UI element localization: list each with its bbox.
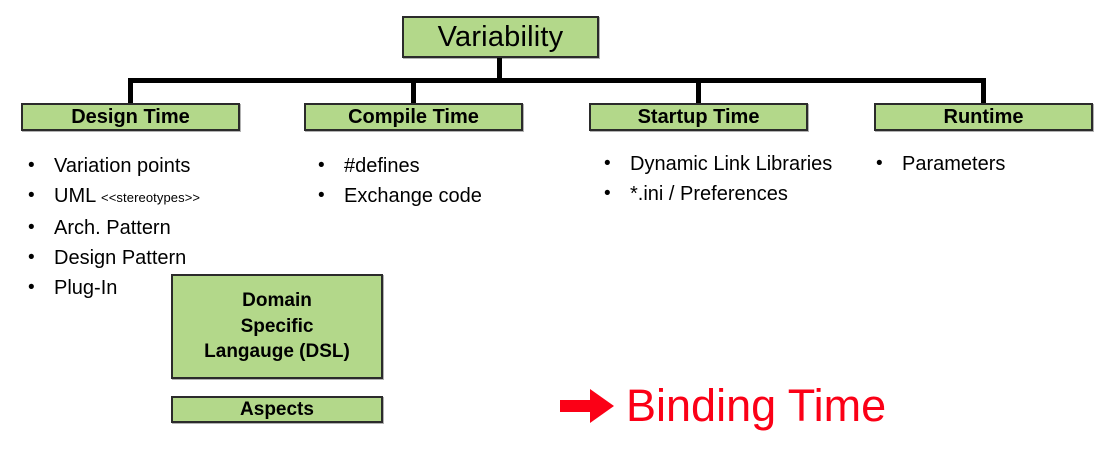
bullet-icon: • bbox=[604, 153, 611, 174]
bullet-icon: • bbox=[604, 183, 611, 204]
node-variability[interactable]: Variability bbox=[402, 16, 599, 58]
node-compile-time[interactable]: Compile Time bbox=[304, 103, 523, 131]
connector-drop-design-time bbox=[128, 78, 133, 105]
node-startup-time-label: Startup Time bbox=[637, 105, 760, 128]
node-design-time[interactable]: Design Time bbox=[21, 103, 240, 131]
list-item-label: Parameters bbox=[902, 153, 1006, 175]
bullet-list-runtime: • Parameters bbox=[876, 150, 1096, 180]
list-item-label: Arch. Pattern bbox=[54, 217, 171, 239]
list-item: • UML <<stereotypes>> bbox=[28, 182, 298, 212]
connector-root-stem bbox=[497, 58, 502, 82]
list-item-label: Plug-In bbox=[54, 277, 118, 299]
bullet-icon: • bbox=[28, 277, 35, 298]
connector-horizontal-bus bbox=[131, 78, 984, 83]
list-item: • Design Pattern bbox=[28, 244, 298, 272]
list-item: • Dynamic Link Libraries bbox=[604, 150, 869, 178]
node-domain-specific-language[interactable]: Domain Specific Langauge (DSL) bbox=[171, 274, 383, 379]
bullet-list-startup-time: • Dynamic Link Libraries • *.ini / Prefe… bbox=[604, 150, 869, 210]
list-item: • Parameters bbox=[876, 150, 1096, 178]
node-compile-time-label: Compile Time bbox=[348, 105, 479, 128]
node-startup-time[interactable]: Startup Time bbox=[589, 103, 808, 131]
list-item-label: UML <<stereotypes>> bbox=[54, 182, 298, 212]
connector-drop-runtime bbox=[981, 78, 986, 105]
bullet-icon: • bbox=[28, 155, 35, 176]
list-item-label: Dynamic Link Libraries bbox=[630, 153, 833, 175]
node-runtime-label: Runtime bbox=[943, 105, 1024, 128]
dsl-line-2: Specific bbox=[240, 315, 314, 337]
list-item: • Plug-In bbox=[28, 274, 298, 302]
bullet-icon: • bbox=[28, 217, 35, 238]
node-aspects-label: Aspects bbox=[240, 398, 314, 420]
bullet-icon: • bbox=[28, 185, 35, 206]
right-arrow-icon bbox=[560, 388, 614, 423]
list-item-label: #defines bbox=[344, 155, 420, 177]
bullet-list-design-time: • Variation points • UML <<stereotypes>>… bbox=[28, 152, 298, 304]
bullet-icon: • bbox=[318, 155, 325, 176]
list-item: • Exchange code bbox=[318, 182, 568, 210]
connector-drop-startup-time bbox=[696, 78, 701, 105]
connector-drop-compile-time bbox=[411, 78, 416, 105]
bullet-icon: • bbox=[28, 247, 35, 268]
bullet-list-compile-time: • #defines • Exchange code bbox=[318, 152, 568, 212]
dsl-line-3: Langauge (DSL) bbox=[204, 341, 350, 363]
list-item: • Variation points bbox=[28, 152, 298, 180]
bullet-icon: • bbox=[876, 153, 883, 174]
list-item-label: *.ini / Preferences bbox=[630, 183, 788, 205]
list-item-text: UML bbox=[54, 185, 102, 207]
binding-time-label: Binding Time bbox=[626, 380, 887, 431]
node-runtime[interactable]: Runtime bbox=[874, 103, 1093, 131]
bullet-icon: • bbox=[318, 185, 325, 206]
list-item-label: Exchange code bbox=[344, 185, 482, 207]
binding-time-callout: Binding Time bbox=[560, 383, 886, 428]
list-item: • #defines bbox=[318, 152, 568, 180]
list-item-label: Design Pattern bbox=[54, 247, 187, 269]
node-aspects[interactable]: Aspects bbox=[171, 396, 383, 423]
list-item-stereotype: <<stereotypes>> bbox=[101, 190, 201, 205]
list-item-label: Variation points bbox=[54, 155, 191, 177]
node-variability-label: Variability bbox=[437, 20, 564, 53]
dsl-line-1: Domain bbox=[242, 290, 312, 312]
list-item: • Arch. Pattern bbox=[28, 214, 298, 242]
node-design-time-label: Design Time bbox=[71, 105, 190, 128]
list-item: • *.ini / Preferences bbox=[604, 180, 869, 208]
